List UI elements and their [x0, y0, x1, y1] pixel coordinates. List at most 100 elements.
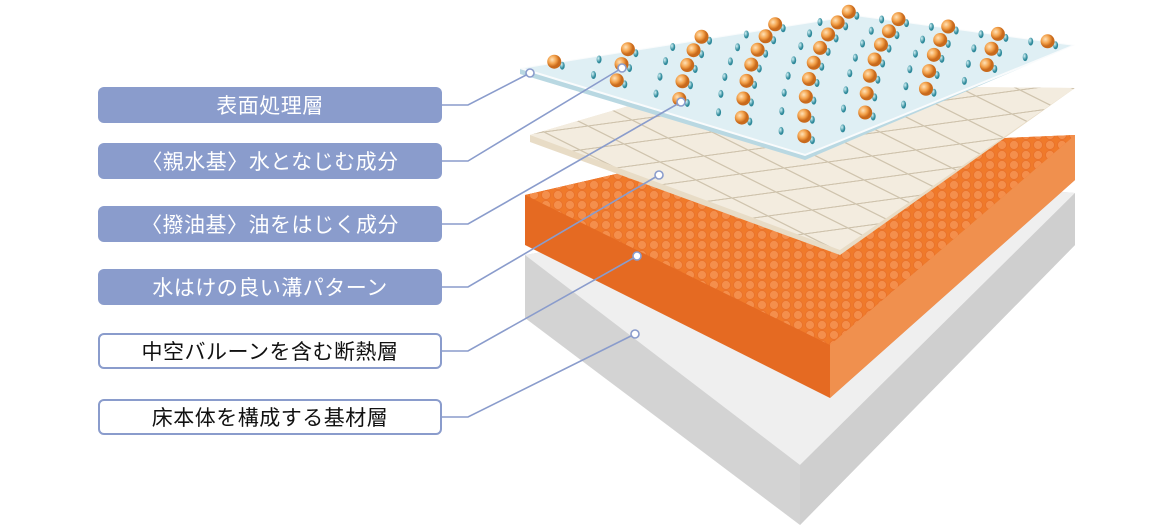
oil-repellent-molecule: [622, 80, 628, 89]
oil-repellent-molecule: [811, 96, 817, 105]
oil-repellent-molecule: [722, 72, 728, 81]
hydrophilic-molecule: [990, 26, 1005, 41]
oil-repellent-molecule: [904, 19, 910, 28]
oil-repellent-molecule: [825, 47, 831, 56]
hydrophilic-molecule: [758, 29, 773, 44]
hydrophilic-molecule: [862, 68, 877, 83]
oil-repellent-molecule: [854, 11, 860, 20]
layer-label: 中空バルーンを含む断熱層: [98, 333, 442, 369]
oil-repellent-molecule: [771, 36, 777, 45]
oil-repellent-molecule: [1028, 37, 1034, 46]
oil-repellent-molecule: [992, 65, 998, 74]
oil-repellent-molecule: [763, 49, 769, 58]
leader-line: [442, 101, 682, 225]
oil-repellent-molecule: [633, 49, 639, 58]
oil-repellent-molecule: [596, 55, 602, 64]
hydrophilic-molecule: [841, 4, 856, 19]
oil-repellent-molecule: [860, 39, 866, 48]
oil-repellent-molecule: [945, 39, 951, 48]
oil-repellent-molecule: [684, 98, 690, 107]
leader-dot: [630, 329, 640, 339]
oil-repellent-molecule: [894, 31, 900, 40]
hydrophilic-molecule: [1040, 34, 1055, 49]
oil-repellent-molecule: [852, 53, 858, 62]
oil-repellent-molecule: [879, 15, 885, 24]
oil-repellent-molecule: [735, 43, 741, 52]
oil-repellent-molecule: [961, 76, 967, 85]
hydrophilic-molecule: [922, 64, 937, 79]
oil-repellent-molecule: [971, 44, 977, 53]
layer-label: 水はけの良い溝パターン: [98, 269, 442, 305]
hydrophilic-molecule: [821, 27, 836, 42]
oil-repellent-molecule: [707, 36, 713, 45]
oil-repellent-molecule: [692, 65, 698, 74]
oil-repellent-molecule: [843, 86, 849, 95]
oil-repellent-molecule: [843, 22, 849, 31]
oil-repellent-molecule: [978, 30, 984, 39]
hydrophilic-molecule: [547, 54, 562, 69]
oil-repellent-molecule: [657, 72, 663, 81]
hydrophilic-molecule: [744, 57, 759, 72]
oil-repellent-molecule: [886, 44, 892, 53]
layer-label: 表面処理層: [98, 87, 442, 123]
oil-repellent-molecule: [1003, 33, 1009, 42]
oil-repellent-molecule: [798, 42, 804, 51]
leader-dot: [676, 97, 686, 107]
oil-repellent-molecule: [756, 64, 762, 73]
oil-repellent-molecule: [752, 80, 758, 89]
hydrophilic-molecule: [830, 15, 845, 30]
hydrophilic-molecule: [891, 12, 906, 27]
oil-repellent-molecule: [699, 50, 705, 59]
layer-label: 〈親水基〉水となじむ成分: [98, 143, 442, 179]
hydrophilic-molecule: [620, 42, 635, 57]
oil-repellent-molecule: [809, 115, 815, 124]
hydrophilic-molecule: [806, 55, 821, 70]
layer-label: 床本体を構成する基材層: [98, 399, 442, 435]
oil-repellent-molecule: [920, 35, 926, 44]
oil-repellent-molecule: [928, 22, 934, 31]
hydrophilic-molecule: [694, 29, 709, 44]
oil-repellent-molecule: [781, 88, 787, 97]
leader-line: [442, 67, 623, 162]
oil-repellent-molecule: [778, 126, 784, 135]
oil-repellent-molecule: [687, 81, 693, 90]
oil-repellent-molecule: [907, 65, 913, 74]
leader-line: [442, 255, 638, 352]
leader-dot: [617, 63, 627, 73]
oil-repellent-molecule: [779, 107, 785, 116]
hydrophilic-molecule: [609, 73, 624, 88]
oil-repellent-molecule: [653, 89, 659, 98]
leader-line: [442, 174, 660, 288]
hydrophilic-molecule: [680, 58, 695, 73]
oil-repellent-molecule: [997, 48, 1003, 57]
hydrophilic-molecule: [926, 47, 941, 62]
oil-repellent-molecule: [817, 18, 823, 27]
oil-repellent-molecule: [791, 56, 797, 65]
hydrophilic-molecule: [881, 24, 896, 39]
hydrophilic-molecule: [739, 73, 754, 88]
oil-repellent-molecule: [814, 79, 820, 88]
leader-dot: [525, 68, 535, 78]
oil-repellent-molecule: [819, 62, 825, 71]
oil-repellent-molecule: [663, 57, 669, 66]
oil-repellent-molecule: [953, 26, 959, 35]
oil-repellent-molecule: [847, 69, 853, 78]
hydrophilic-molecule: [768, 17, 783, 32]
oil-repellent-molecule: [1053, 41, 1059, 50]
oil-repellent-molecule: [901, 100, 907, 109]
oil-repellent-molecule: [809, 136, 815, 145]
hydrophilic-molecule: [859, 86, 874, 101]
oil-repellent-molecule: [870, 112, 876, 121]
leader-dot: [632, 251, 642, 261]
oil-repellent-molecule: [934, 71, 940, 80]
hydrophilic-molecule: [979, 58, 994, 73]
hydrophilic-molecule: [918, 81, 933, 96]
oil-repellent-molecule: [880, 59, 886, 68]
leader-dot: [654, 170, 664, 180]
oil-repellent-molecule: [875, 75, 881, 84]
oil-repellent-molecule: [912, 49, 918, 58]
oil-repellent-molecule: [931, 88, 937, 97]
oil-repellent-molecule: [868, 26, 874, 35]
